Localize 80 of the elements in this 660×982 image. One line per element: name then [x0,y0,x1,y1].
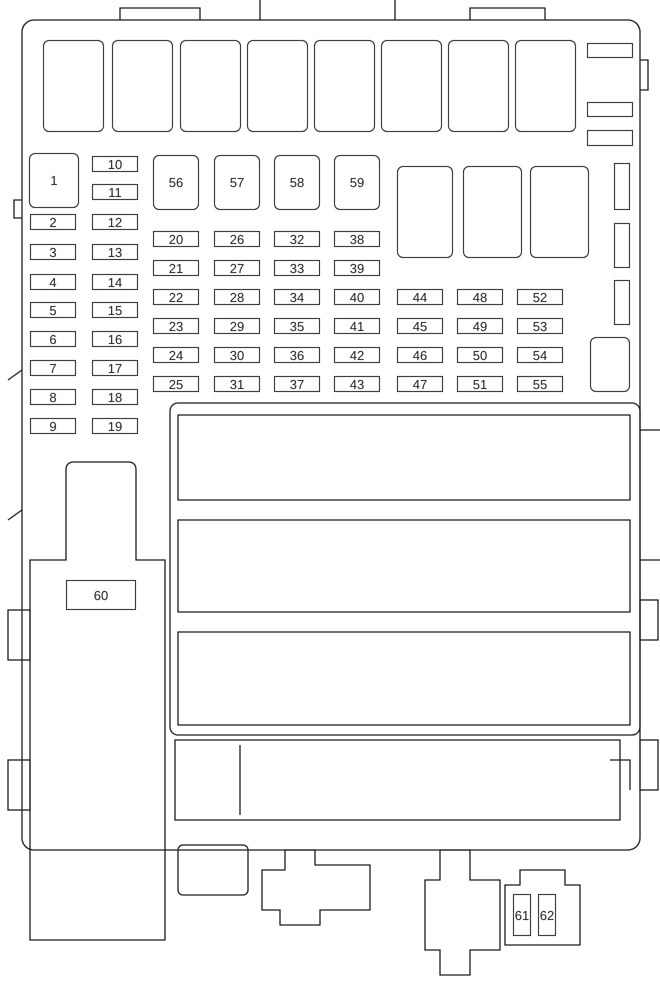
fuse: 8 [30,389,76,405]
relay [43,40,104,132]
fuse: 39 [334,260,380,276]
fuse: 26 [214,231,260,247]
fuse: 45 [397,318,443,334]
fuse: 46 [397,347,443,363]
fuse: 2 [30,214,76,230]
relay [381,40,442,132]
fuse: 32 [274,231,320,247]
fuse: 51 [457,376,503,392]
fuse: 11 [92,184,138,200]
fuse: 38 [334,231,380,247]
fuse: 27 [214,260,260,276]
fuse: 13 [92,244,138,260]
fuse: 40 [334,289,380,305]
fuse: 61 [513,894,531,936]
fuse: 14 [92,274,138,290]
fuse: 49 [457,318,503,334]
fuse: 34 [274,289,320,305]
fuse: 59 [334,155,380,210]
relay [614,280,630,325]
fuse: 50 [457,347,503,363]
fuse: 30 [214,347,260,363]
fuse: 10 [92,156,138,172]
fuse: 7 [30,360,76,376]
fuse: 60 [66,580,136,610]
fuse: 6 [30,331,76,347]
fuse: 19 [92,418,138,434]
fuse: 31 [214,376,260,392]
fuse: 1 [29,153,79,208]
fuse: 3 [30,244,76,260]
relay [587,43,633,58]
fuse: 52 [517,289,563,305]
fuse: 16 [92,331,138,347]
fuse: 43 [334,376,380,392]
relay [314,40,375,132]
fuse: 35 [274,318,320,334]
relay [587,102,633,117]
fuse: 12 [92,214,138,230]
relay [515,40,576,132]
fuse: 58 [274,155,320,210]
fuse: 9 [30,418,76,434]
fuse: 54 [517,347,563,363]
relay [590,337,630,392]
fuse: 55 [517,376,563,392]
fuse: 48 [457,289,503,305]
fuse: 18 [92,389,138,405]
fuse: 29 [214,318,260,334]
fuse: 47 [397,376,443,392]
fuse: 28 [214,289,260,305]
fuse: 22 [153,289,199,305]
fuse: 56 [153,155,199,210]
relay [180,40,241,132]
fuse: 62 [538,894,556,936]
relay [463,166,522,258]
fuse: 36 [274,347,320,363]
fuse: 21 [153,260,199,276]
fuse: 25 [153,376,199,392]
fuse: 53 [517,318,563,334]
fuse: 4 [30,274,76,290]
fuse: 15 [92,302,138,318]
fuse: 20 [153,231,199,247]
fuse: 37 [274,376,320,392]
fuse: 5 [30,302,76,318]
fuse: 24 [153,347,199,363]
relay [397,166,453,258]
fuse: 33 [274,260,320,276]
fuse: 42 [334,347,380,363]
relay [448,40,509,132]
fuse: 41 [334,318,380,334]
relay [614,223,630,268]
fuse: 23 [153,318,199,334]
relay [587,130,633,146]
relay [530,166,589,258]
relay [247,40,308,132]
relay [112,40,173,132]
fuse: 17 [92,360,138,376]
fuse: 44 [397,289,443,305]
fuse: 57 [214,155,260,210]
relay [614,163,630,210]
